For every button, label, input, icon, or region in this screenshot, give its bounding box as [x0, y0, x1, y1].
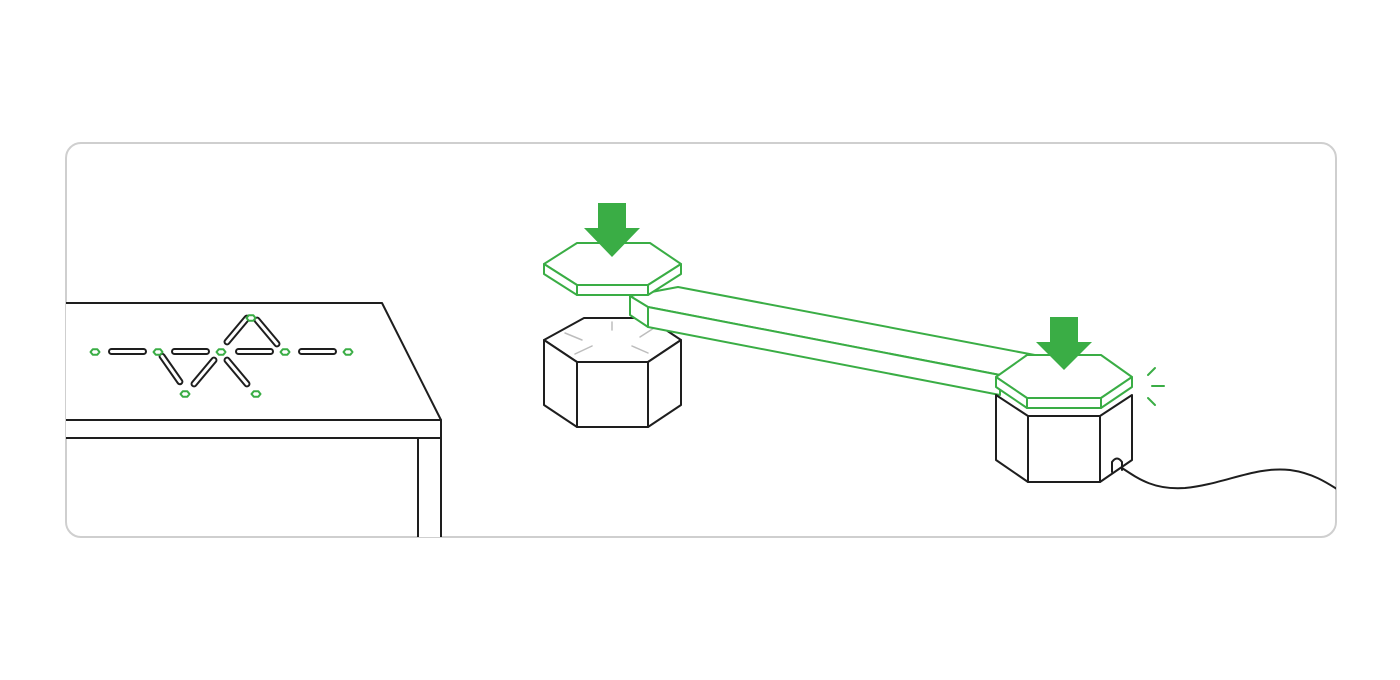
layout-hex-node — [279, 348, 291, 356]
hex-base-front — [576, 361, 649, 428]
hex-base-right — [995, 394, 1133, 483]
press-down-arrow-icon — [1036, 317, 1092, 370]
layout-hex-node — [89, 348, 101, 356]
hex-base-side — [647, 339, 682, 428]
press-down-arrow-icon — [584, 203, 640, 257]
shelf-edge — [66, 419, 442, 439]
hex-cover-edge — [1026, 397, 1102, 409]
hex-base-left — [543, 317, 682, 428]
hex-cover-left — [543, 203, 682, 296]
layout-hex-node — [250, 390, 262, 398]
connector-bar-end — [629, 295, 649, 328]
hex-cover-edge — [576, 284, 649, 296]
shelf-leg — [417, 437, 442, 537]
layout-hex-node — [245, 314, 257, 322]
power-cable — [1121, 467, 1336, 492]
connector-slot — [223, 356, 251, 388]
connector-bar — [629, 286, 1041, 396]
power-port — [1111, 457, 1123, 473]
layout-hex-node — [215, 348, 227, 356]
hex-base-front — [1027, 415, 1101, 483]
hex-base-glow-lines — [564, 321, 655, 355]
hex-base-side — [995, 394, 1029, 483]
hex-cover-edge — [647, 263, 682, 296]
hex-cover-right — [995, 317, 1165, 409]
shelf — [66, 302, 442, 537]
glow-ray-icon — [1147, 367, 1165, 406]
connector-slot — [235, 348, 274, 355]
layout-hex-node — [179, 390, 191, 398]
connector-slot — [298, 348, 337, 355]
layout-hex-node — [152, 348, 164, 356]
light-layout — [89, 314, 354, 398]
connector-slot — [190, 356, 218, 388]
connector-slot — [171, 348, 210, 355]
hex-base-side — [1099, 394, 1133, 483]
connector-slot — [108, 348, 147, 355]
hex-cover-edge — [1100, 376, 1133, 409]
layout-hex-node — [342, 348, 354, 356]
